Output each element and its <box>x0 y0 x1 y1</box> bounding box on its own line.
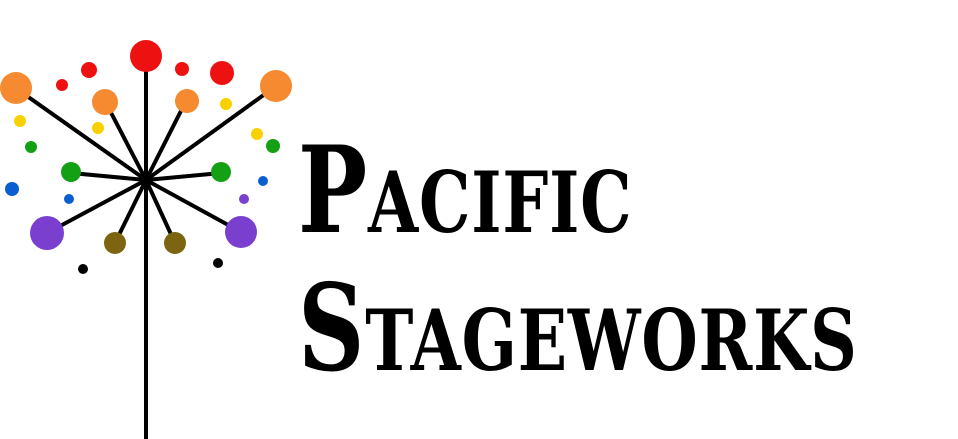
wordmark: Pacific Stageworks <box>298 118 938 400</box>
dot-red-small-1 <box>56 79 68 91</box>
ray-lower-right-outer <box>144 178 243 234</box>
dot-purple-right <box>225 216 257 248</box>
ray-upper-left-inner <box>104 101 148 182</box>
ray-lower-left-inner <box>113 178 148 245</box>
dot-red-small-2 <box>81 62 97 78</box>
dot-olive-right <box>164 232 186 254</box>
dot-green-small-1 <box>25 141 37 153</box>
ray-lower-right-inner <box>144 178 177 245</box>
ray-lower-left-outer <box>45 178 148 235</box>
dot-red-small-4 <box>210 61 234 85</box>
dot-green-right <box>211 162 231 182</box>
dot-red-top <box>130 40 162 72</box>
dot-black-small-1 <box>78 264 88 274</box>
wordmark-line-2: Stageworks <box>298 256 858 399</box>
ray-mid-left <box>69 171 148 182</box>
dot-yellow-small-2 <box>92 122 104 134</box>
dot-purple-small-1 <box>239 194 249 204</box>
dot-olive-left <box>104 232 126 254</box>
dot-purple-left <box>30 216 64 250</box>
ray-mid-right <box>144 171 223 182</box>
dot-orange-right-inner <box>175 89 199 113</box>
dot-blue-small-2 <box>64 194 74 204</box>
dot-black-small-2 <box>213 258 223 268</box>
dot-orange-left-outer <box>0 72 32 104</box>
dot-yellow-small-4 <box>251 128 263 140</box>
ray-end-dots <box>0 40 292 254</box>
dot-green-left <box>61 162 81 182</box>
floating-dots <box>5 61 280 274</box>
dot-yellow-small-1 <box>14 115 26 127</box>
dot-orange-right-outer <box>260 70 292 102</box>
dot-yellow-small-3 <box>220 98 232 110</box>
ray-upper-right-outer <box>144 84 278 182</box>
ray-upper-left-outer <box>15 87 148 182</box>
ray-upper-right-inner <box>144 99 188 182</box>
rays <box>15 56 278 245</box>
dot-green-small-2 <box>266 139 280 153</box>
wordmark-line-1: Pacific <box>298 118 633 261</box>
dot-blue-small-1 <box>5 182 19 196</box>
dot-orange-left-inner <box>92 89 118 115</box>
dot-red-small-3 <box>175 62 189 76</box>
dot-blue-small-3 <box>258 176 268 186</box>
dandelion-burst-icon <box>0 40 292 439</box>
